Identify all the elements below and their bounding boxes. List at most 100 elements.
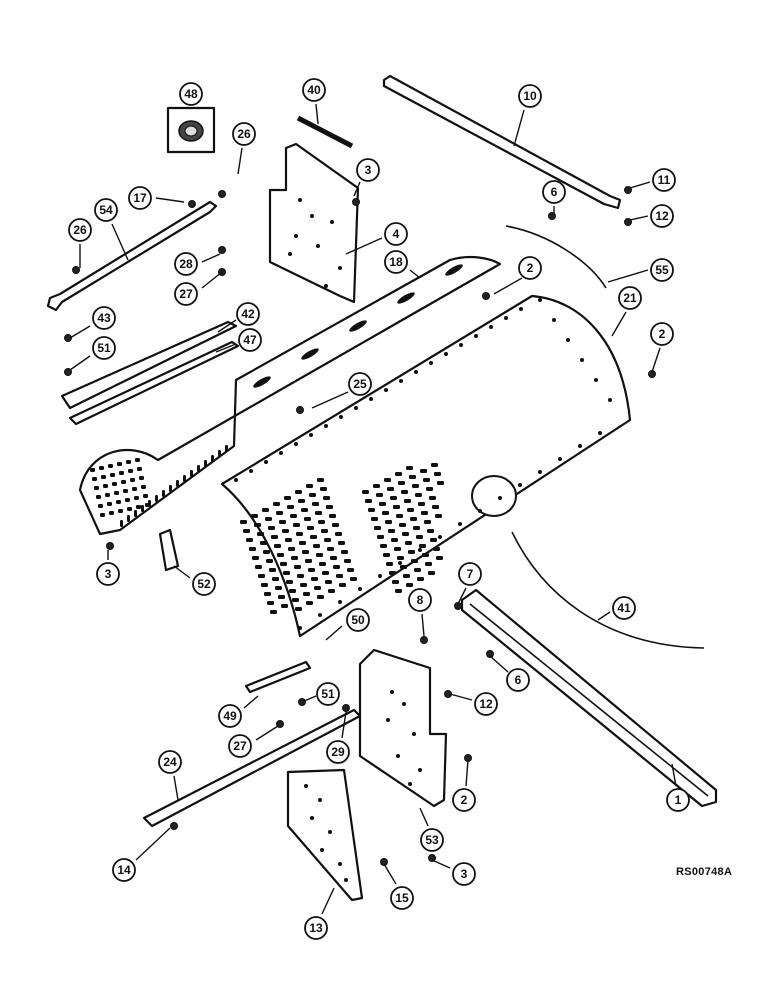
callout-number: 3: [105, 567, 112, 581]
rivet-hole: [444, 352, 448, 356]
perforation-slot: [114, 491, 119, 495]
callout-circle: [666, 788, 690, 812]
perforation-slot: [110, 473, 115, 477]
panel-hole: [318, 798, 322, 802]
callout-circle: [112, 858, 136, 882]
perforation-slot: [288, 547, 295, 551]
perforation-slot: [169, 485, 172, 492]
callout-number: 6: [515, 673, 522, 687]
leader-line-c24: [173, 775, 179, 801]
callout-number: 6: [551, 185, 558, 199]
perforation-slot: [411, 559, 418, 563]
perforation-slot: [252, 556, 259, 560]
leader-line-c51b: [301, 695, 317, 703]
callout-c41: 41: [612, 596, 636, 620]
perforation-slot: [405, 541, 412, 545]
callout-number: 52: [197, 577, 211, 591]
perforation-slot: [311, 577, 318, 581]
rivet-hole: [324, 424, 328, 428]
leader-line-c43: [69, 325, 91, 339]
callout-c2c: 2: [452, 788, 476, 812]
leader-line-c41: [597, 611, 611, 621]
callout-circle: [179, 82, 203, 106]
panel-hole: [298, 198, 302, 202]
callout-c18: 18: [384, 250, 408, 274]
perforation-slot: [419, 544, 426, 548]
part-18-small-shroud: [78, 255, 502, 536]
rivet-hole: [459, 343, 463, 347]
perforation-slot: [384, 478, 391, 482]
leader-line-c17: [155, 197, 185, 203]
perforation-slot: [265, 517, 272, 521]
panel-hole: [338, 862, 342, 866]
perforation-slot: [257, 532, 264, 536]
callout-circle: [452, 788, 476, 812]
callout-number: 27: [179, 287, 193, 301]
leader-line-c47: [215, 343, 237, 353]
perforation-slot: [362, 490, 369, 494]
panel-hole: [316, 244, 320, 248]
perforation-slot: [400, 565, 407, 569]
perforation-slot: [332, 523, 339, 527]
perforation-slot: [397, 556, 404, 560]
perforation-slot: [402, 532, 409, 536]
perforation-slot: [119, 471, 124, 475]
callout-c1: 1: [666, 788, 690, 812]
perforation-slot: [436, 556, 443, 560]
perforation-slot: [112, 482, 117, 486]
leader-line-c28: [201, 253, 221, 263]
perforation-slot: [126, 460, 131, 464]
callout-circle: [302, 78, 326, 102]
perforation-slot: [424, 520, 431, 524]
part-13-plate: [286, 768, 364, 902]
mounting-slot: [301, 348, 319, 360]
perforation-slot: [276, 511, 283, 515]
perforation-slot: [347, 568, 354, 572]
perforation-slot: [268, 526, 275, 530]
callout-circle: [612, 596, 636, 620]
perforation-slot: [389, 571, 396, 575]
perforation-slot: [314, 586, 321, 590]
fastener-icon: [428, 854, 436, 862]
perforation-slot: [427, 529, 434, 533]
callout-c48: 48: [179, 82, 203, 106]
callout-circle: [228, 734, 252, 758]
perforation-slot: [127, 515, 130, 522]
callout-number: 8: [417, 593, 424, 607]
panel-hole: [304, 784, 308, 788]
perforation-slot: [260, 541, 267, 545]
callout-circle: [650, 322, 674, 346]
leader-line-c18: [409, 269, 421, 279]
leader-line-c8: [421, 613, 425, 637]
perforation-slot: [204, 460, 207, 467]
callout-c26b: 26: [68, 218, 92, 242]
leader-line-c3a: [353, 181, 361, 197]
rivet-hole: [598, 431, 602, 435]
detail-layer: [64, 186, 656, 882]
perforation-slot: [310, 535, 317, 539]
perforation-slot: [116, 500, 121, 504]
callout-number: 29: [331, 745, 345, 759]
part-40-seal-strip: [296, 115, 354, 149]
perforation-slot: [396, 514, 403, 518]
perforation-slot: [107, 502, 112, 506]
panel-hole: [310, 214, 314, 218]
perforation-slot: [385, 520, 392, 524]
part-52-clip: [158, 528, 180, 572]
callout-number: 4: [393, 227, 400, 241]
fastener-icon: [624, 186, 632, 194]
rivet-hole: [279, 451, 283, 455]
perforation-slot: [263, 550, 270, 554]
perforation-slot: [395, 472, 402, 476]
perforation-slot: [407, 508, 414, 512]
callout-circle: [408, 588, 432, 612]
rivet-hole: [354, 406, 358, 410]
rivet-hole: [458, 522, 462, 526]
perforation-slot: [292, 598, 299, 602]
perforation-slot: [374, 526, 381, 530]
rivet-hole: [264, 460, 268, 464]
perforation-slot: [306, 601, 313, 605]
leader-line-c2c: [465, 759, 469, 787]
callout-c2b: 2: [650, 322, 674, 346]
